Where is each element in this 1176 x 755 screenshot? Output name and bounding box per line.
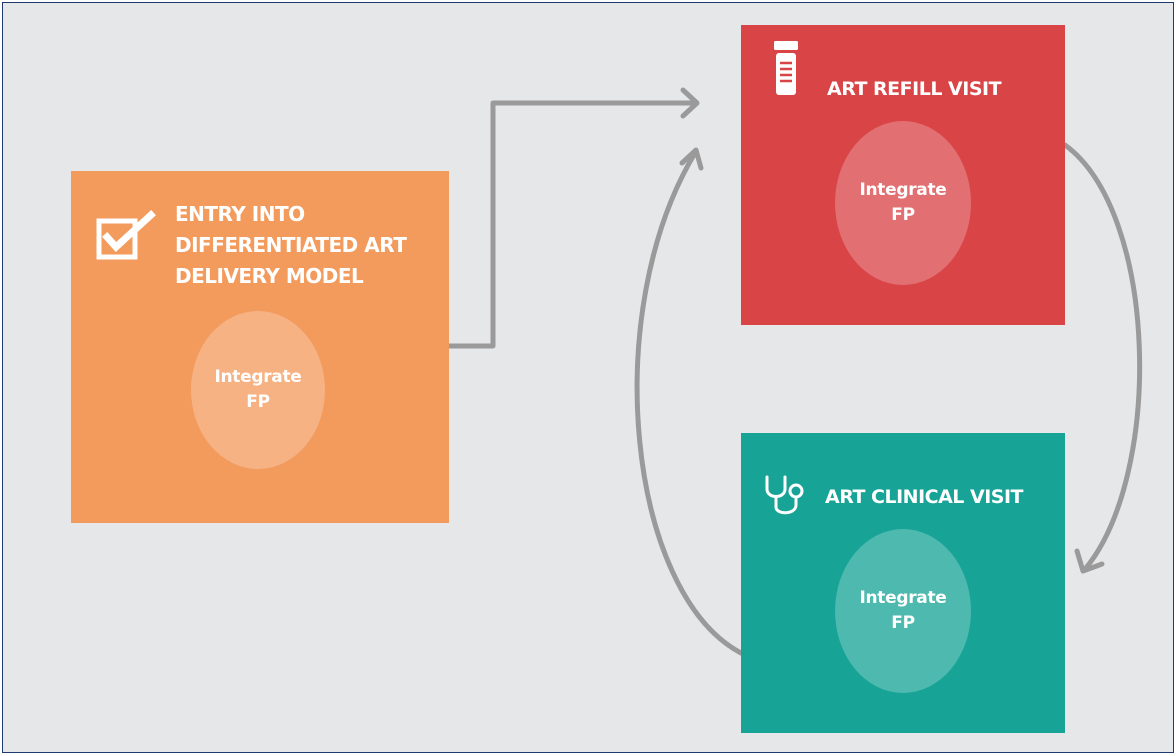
stethoscope-icon: [765, 475, 804, 515]
refill-box-title: ART REFILL VISIT: [827, 78, 1002, 100]
arrow-entry-to-refill-head: [680, 87, 700, 119]
entry-title-line-1: ENTRY INTO: [175, 202, 305, 226]
circle-label-line-1: Integrate: [214, 367, 302, 387]
circle-label-line-2: FP: [891, 613, 915, 633]
pill-bottle-icon: [774, 41, 798, 95]
integrate-fp-circle: Integrate FP: [191, 311, 325, 469]
clinical-box-title: ART CLINICAL VISIT: [825, 486, 1024, 508]
circle-label-line-2: FP: [246, 392, 270, 412]
circle-label-line-1: Integrate: [859, 588, 947, 608]
clinical-box: ART CLINICAL VISIT Integrate FP: [741, 433, 1065, 733]
circle-label-line-2: FP: [891, 205, 915, 225]
entry-title-line-2: DIFFERENTIATED ART: [175, 233, 407, 257]
arrow-entry-to-refill: [446, 100, 698, 349]
arrow-refill-to-clinical: [1062, 142, 1143, 571]
entry-box-title: ENTRY INTO DIFFERENTIATED ART DELIVERY M…: [175, 199, 445, 292]
arrow-clinical-to-refill-head: [679, 147, 704, 171]
integrate-fp-circle: Integrate FP: [835, 121, 971, 285]
arrow-clinical-to-refill: [634, 150, 744, 656]
arrow-refill-to-clinical-head: [1074, 548, 1105, 574]
integrate-fp-circle: Integrate FP: [835, 529, 971, 693]
checkbox-check-icon: [96, 210, 156, 260]
circle-label-line-1: Integrate: [859, 180, 947, 200]
refill-box: ART REFILL VISIT Integrate FP: [741, 25, 1065, 325]
entry-box: ENTRY INTO DIFFERENTIATED ART DELIVERY M…: [71, 171, 449, 523]
connector-arrows: [446, 87, 1143, 656]
entry-title-line-3: DELIVERY MODEL: [175, 264, 364, 288]
